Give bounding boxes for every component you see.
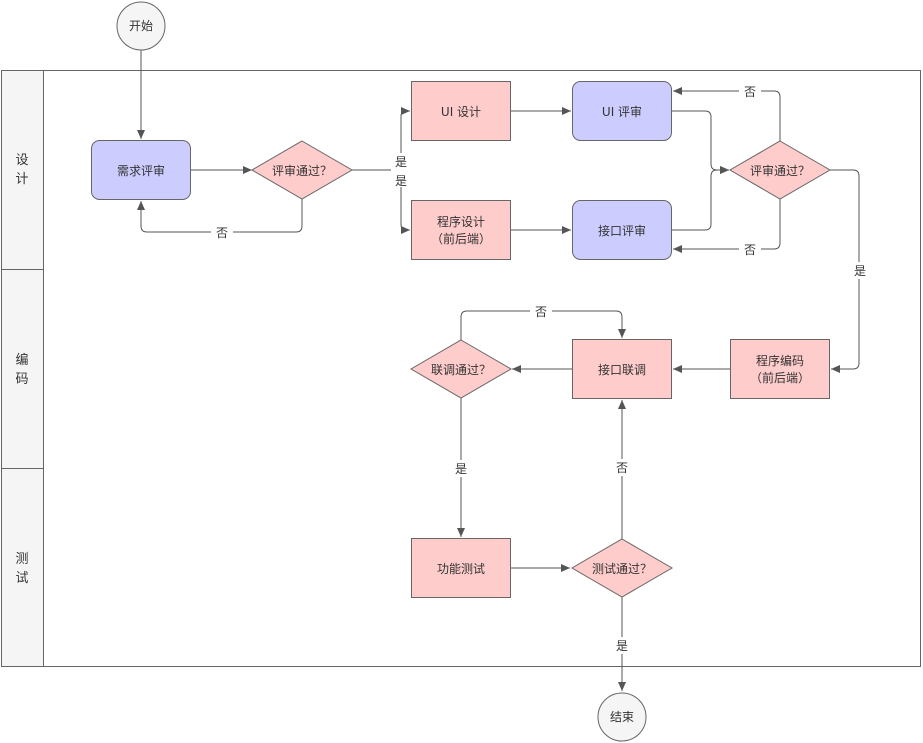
svg-text:测试通过？: 测试通过？ [592,561,652,576]
node-ui-design[interactable]: UI 设计 [411,81,511,141]
lane-label-testing: 测 试 [15,552,28,586]
svg-text:需求评审: 需求评审 [117,163,165,178]
svg-text:UI 评审: UI 评审 [602,104,642,119]
edge-ui-review-to-review2 [671,110,729,174]
svg-text:试: 试 [15,571,28,586]
svg-text:测: 测 [15,552,28,567]
svg-text:设: 设 [15,153,28,168]
lane-label-coding: 编 码 [15,353,28,387]
node-start[interactable]: 开始 [116,1,166,51]
svg-text:UI 设计: UI 设计 [441,105,481,119]
edge-label-review1-yes-top: 是 [395,155,407,169]
node-program-design[interactable]: 程序设计 （前后端） [411,200,511,260]
node-api-integration[interactable]: 接口联调 [572,339,672,399]
edge-label-integration-no: 否 [535,305,547,319]
edge-label-review2-yes: 是 [854,264,866,278]
edge-review2-no-top [673,87,781,141]
node-functional-test[interactable]: 功能测试 [411,538,511,598]
edge-label-review2-no-top: 否 [744,85,756,99]
edge-api-review-to-review2 [671,166,729,231]
edge-review1-yes-prog [400,170,410,234]
edge-label-test-no: 否 [616,461,628,475]
svg-text:功能测试: 功能测试 [437,561,485,576]
node-integration-pass[interactable]: 联调通过？ [410,339,512,399]
svg-text:开始: 开始 [129,19,153,33]
edge-label-review1-no: 否 [216,226,228,240]
node-end[interactable]: 结束 [597,692,647,742]
svg-text:程序编码: 程序编码 [756,353,804,368]
node-program-coding[interactable]: 程序编码 （前后端） [730,339,830,399]
svg-text:评审通过？: 评审通过？ [272,163,332,178]
svg-text:码: 码 [15,372,28,387]
node-review-pass-2[interactable]: 评审通过？ [729,140,831,200]
edge-review2-no-bottom [673,199,781,253]
node-test-pass[interactable]: 测试通过？ [571,538,673,598]
svg-text:计: 计 [15,172,28,187]
node-api-review[interactable]: 接口评审 [572,200,672,260]
svg-text:程序设计: 程序设计 [437,214,485,229]
node-review-pass-1[interactable]: 评审通过？ [251,140,353,200]
edge-label-test-yes: 是 [616,639,628,653]
svg-text:评审通过？: 评审通过？ [750,163,810,178]
node-requirements-review[interactable]: 需求评审 [91,140,191,200]
svg-text:结束: 结束 [610,710,634,724]
edge-label-review1-yes-bottom: 是 [395,174,407,188]
svg-text:（前后端）: （前后端） [750,370,810,385]
svg-text:联调通过？: 联调通过？ [431,363,491,377]
svg-text:编: 编 [15,353,28,368]
edge-label-integration-yes: 是 [455,462,467,476]
svg-text:（前后端）: （前后端） [431,231,491,246]
edge-labels: 否 是 是 否 否 是 否 是 否 是 [211,83,870,654]
edge-label-review2-no-bottom: 否 [744,243,756,257]
node-ui-review[interactable]: UI 评审 [572,81,672,141]
lane-label-design: 设 计 [15,153,28,187]
svg-text:接口联调: 接口联调 [598,362,646,377]
svg-text:接口评审: 接口评审 [598,223,646,238]
